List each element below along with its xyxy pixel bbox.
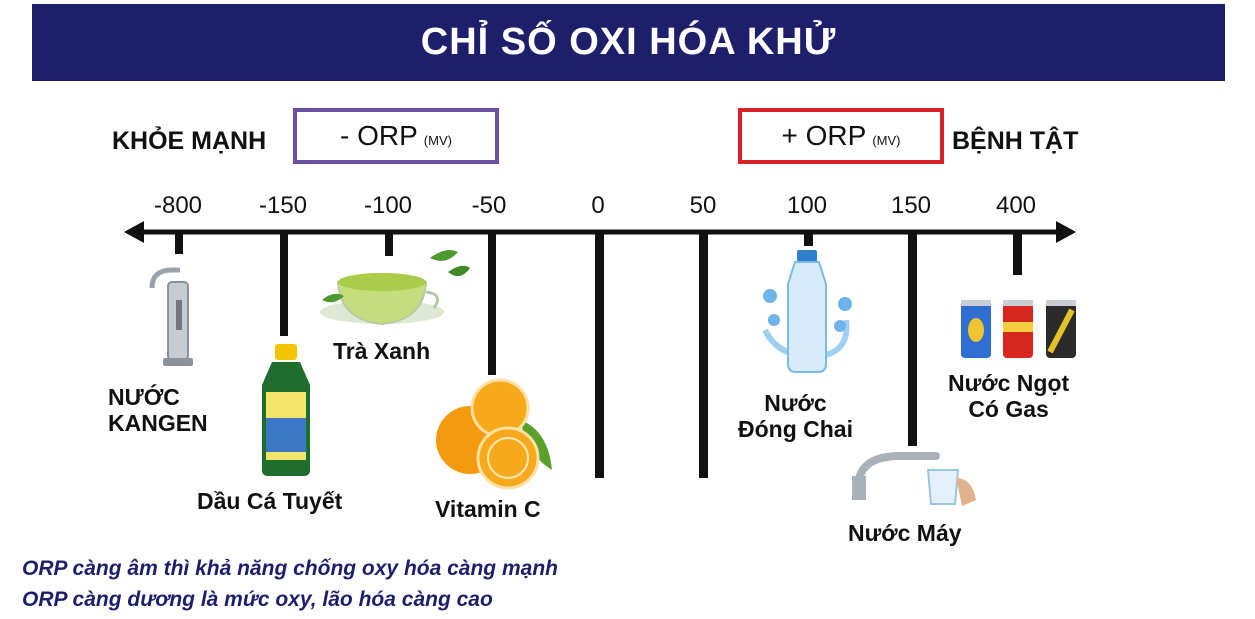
drop-line-400: [1013, 232, 1022, 275]
disease-label: BỆNH TẬT: [952, 127, 1079, 155]
tick-label-minus-150: -150: [258, 192, 308, 219]
note-negative-orp: ORP càng âm thì khả năng chống oxy hóa c…: [22, 557, 558, 580]
right-arrow-icon: [1056, 221, 1076, 243]
bottled-water-label: Nước Đóng Chai: [738, 390, 853, 443]
positive-orp-unit: (MV): [872, 132, 901, 148]
green-tea-label: Trà Xanh: [333, 338, 431, 364]
positive-orp-text: + ORP: [781, 120, 867, 151]
healthy-label: KHỎE MẠNH: [112, 127, 267, 155]
negative-orp-box: - ORP (MV): [293, 108, 499, 164]
title-banner: CHỈ SỐ OXI HÓA KHỬ: [32, 4, 1225, 81]
negative-orp-unit: (MV): [423, 132, 452, 148]
orange-fruit-icon: [436, 378, 552, 490]
drop-line-minus-50: [488, 232, 496, 375]
note-positive-orp: ORP càng dương là mức oxy, lão hóa càng …: [22, 588, 493, 611]
positive-orp-box: + ORP (MV): [738, 108, 944, 164]
drop-line-minus-150: [280, 232, 288, 336]
cod-liver-oil-label: Dầu Cá Tuyết: [197, 488, 343, 514]
tick-label-minus-100: -100: [363, 192, 413, 219]
tap-water-label: Nước Máy: [848, 520, 962, 546]
tick-label-400: 400: [995, 192, 1037, 219]
drop-line-150: [908, 232, 917, 446]
drop-line-minus-800: [175, 232, 183, 254]
tick-label-minus-50: -50: [471, 192, 507, 219]
drop-line-minus-100: [385, 232, 393, 256]
drop-line-100: [804, 232, 813, 246]
drop-line-0: [595, 232, 604, 478]
drop-line-50: [699, 232, 708, 478]
tick-label-0: 0: [591, 192, 605, 219]
left-arrow-icon: [124, 221, 144, 243]
page-title: CHỈ SỐ OXI HÓA KHỬ: [420, 21, 837, 63]
negative-orp-text: - ORP: [340, 120, 418, 151]
kangen-water-label: NƯỚC KANGEN: [108, 384, 208, 437]
cod-oil-bottle-icon: [262, 344, 310, 476]
tick-label-100: 100: [786, 192, 828, 219]
tick-label-50: 50: [689, 192, 717, 219]
tick-label-minus-800: -800: [153, 192, 203, 219]
soda-cans-icon: [961, 300, 1076, 358]
kangen-faucet-icon: [149, 267, 193, 366]
soda-label: Nước Ngọt Có Gas: [948, 370, 1070, 423]
tick-label-150: 150: [890, 192, 932, 219]
tap-faucet-icon: [852, 452, 976, 506]
green-tea-cup-icon: [320, 250, 470, 326]
vitamin-c-label: Vitamin C: [435, 496, 541, 522]
water-bottle-icon: [762, 250, 852, 373]
